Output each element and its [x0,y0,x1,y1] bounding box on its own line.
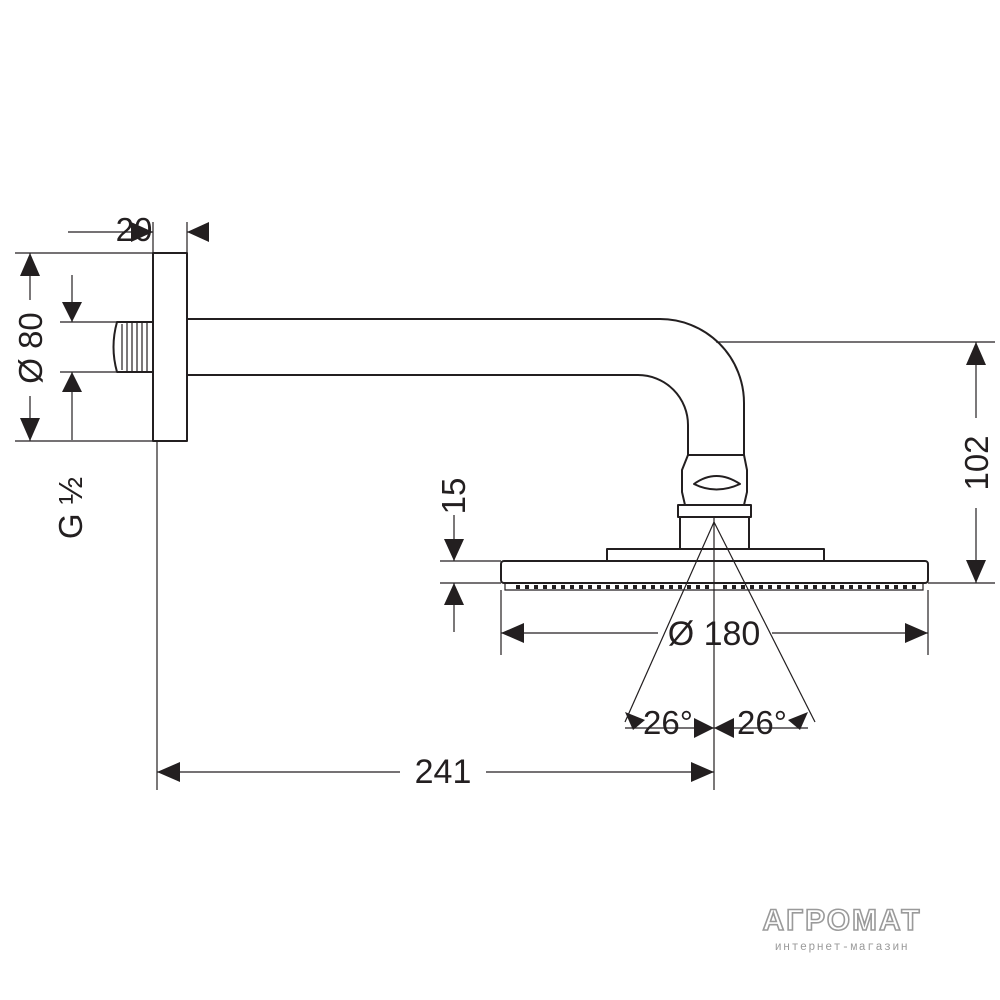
nozzle [588,585,592,589]
nozzle [687,585,691,589]
nozzle [849,585,853,589]
nozzle [561,585,565,589]
dimension-flange-diameter: Ø 80 [12,253,49,441]
wall-flange [152,252,188,442]
nozzle [525,585,529,589]
angle-left-label: 26° [643,704,693,741]
nozzle [669,585,673,589]
nozzle [813,585,817,589]
nozzle [795,585,799,589]
nozzle [768,585,772,589]
dimension-head-thickness: 15 [435,478,472,632]
dimension-spray-angle: 26° 26° [625,704,808,741]
head-thickness-label: 15 [435,478,472,515]
nozzle [903,585,907,589]
nozzle [606,585,610,589]
nozzle [615,585,619,589]
nozzle [534,585,538,589]
dimension-head-diameter: Ø 180 [501,615,928,653]
nozzle [777,585,781,589]
nozzle [543,585,547,589]
nozzle [840,585,844,589]
nozzle [597,585,601,589]
nozzle [570,585,574,589]
nozzle [678,585,682,589]
nozzle [723,585,727,589]
extension-lines [15,222,995,790]
nozzle [876,585,880,589]
arm-drop-label: 102 [958,435,995,490]
nozzle [579,585,583,589]
nozzle [732,585,736,589]
nozzle [822,585,826,589]
angle-right-label: 26° [737,704,787,741]
flange-thickness-label: 20 [116,211,153,248]
nozzle [642,585,646,589]
thread-label: G ½ [52,477,89,539]
nozzle [705,585,709,589]
nozzle [660,585,664,589]
watermark-brand: АГРОМАТ [762,904,921,937]
nozzle [759,585,763,589]
dimension-thread: G ½ [52,275,89,539]
threaded-connector [112,321,154,373]
nozzle [552,585,556,589]
watermark-tagline: интернет-магазин [775,941,909,954]
nozzle [741,585,745,589]
nozzle [750,585,754,589]
nozzle [786,585,790,589]
projection-label: 241 [415,753,472,791]
dimension-projection: 241 [157,753,714,791]
nozzle [912,585,916,589]
nozzle [516,585,520,589]
nozzle [804,585,808,589]
nozzle [858,585,862,589]
nozzle [633,585,637,589]
nozzle [894,585,898,589]
dimension-arm-drop: 102 [958,342,995,583]
shower-arm [186,318,745,456]
dimension-flange-thickness: 20 [68,211,209,248]
nozzle [831,585,835,589]
nozzle [867,585,871,589]
nozzle [696,585,700,589]
nozzle [885,585,889,589]
head-diameter-label: Ø 180 [668,615,761,653]
nozzle [651,585,655,589]
flange-diameter-label: Ø 80 [12,312,49,384]
nozzle-row [516,585,916,589]
watermark-logo: АГРОМАТ интернет-магазин [762,903,921,954]
nozzle [624,585,628,589]
